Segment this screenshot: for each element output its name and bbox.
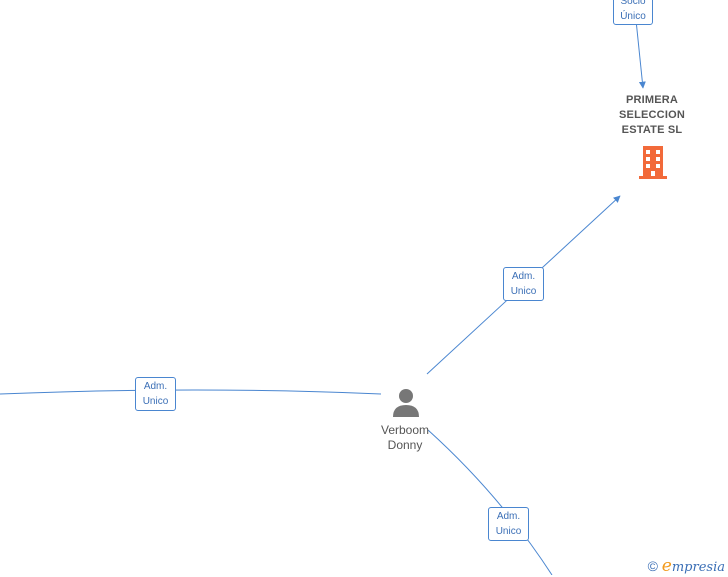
edge-person-to-lower-right [427,429,553,575]
building-icon[interactable] [637,144,669,180]
edge-label-line-2: Unico [510,286,537,297]
person-name-line-2: Donny [387,438,423,452]
company-name-line-3: ESTATE SL [621,124,683,136]
edge-label-adm-unico-left: Adm. Unico [135,377,176,411]
edge-label-line-1: Adm. [143,381,168,392]
edge-label-line-1: Adm. [511,271,536,282]
person-node-name[interactable]: Verboom Donny [365,423,445,453]
edge-left-to-person [0,389,382,395]
edge-top-to-company [635,19,646,89]
edge-label-line-2: Unico [142,396,169,407]
empresia-footer[interactable]: © empresia [648,557,725,575]
edge-label-adm-unico-lower: Adm. Unico [488,507,529,541]
company-node-name[interactable]: PRIMERA SELECCION ESTATE SL [602,93,702,138]
edge-label-socio-unico: Socio Único [613,0,653,25]
edge-label-line-1: Adm. [496,511,521,522]
company-name-line-1: PRIMERA [625,94,679,106]
person-icon[interactable] [391,387,421,419]
copyright-icon: © [647,558,658,574]
edge-label-adm-unico-upper: Adm. Unico [503,267,544,301]
edge-label-line-2: Único [620,11,646,22]
edge-label-line-2: Unico [495,526,522,537]
person-name-line-1: Verboom [380,423,430,437]
brand-initial: e [661,556,672,576]
company-name-line-2: SELECCION [619,109,685,121]
brand-name: mpresia [671,560,725,575]
edge-label-line-1: Socio [620,0,646,7]
